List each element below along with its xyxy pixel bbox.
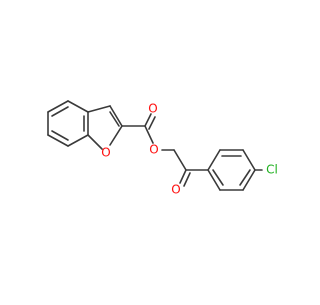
chlorine-label: Cl [266, 163, 278, 177]
ester-carbonyl-oxygen-label: O [148, 102, 157, 116]
bond-double-inner [212, 169, 224, 186]
bond [47, 100, 69, 113]
bond-double-inner [51, 130, 69, 141]
bond [207, 169, 221, 191]
bond [242, 169, 256, 191]
bond [242, 149, 256, 171]
bond [144, 113, 152, 127]
bond [183, 172, 191, 187]
molecule-structure: O O O O Cl [47, 100, 278, 197]
bond [109, 105, 123, 127]
bond-double-inner [109, 111, 120, 127]
bond [67, 134, 89, 147]
bond [47, 134, 69, 147]
bond [87, 134, 103, 150]
structure-canvas: O O O O Cl [47, 100, 278, 197]
bond [173, 149, 187, 171]
bond [87, 105, 111, 113]
furan-oxygen-label: O [101, 146, 110, 160]
bond-double-inner [51, 106, 69, 117]
bond [109, 125, 123, 146]
ester-oxygen-label: O [149, 143, 158, 157]
bond [179, 169, 187, 184]
bond [67, 100, 89, 113]
bond [144, 125, 154, 144]
bond-double-inner [239, 169, 251, 186]
atom-labels: O O O O Cl [101, 102, 278, 197]
bonds [47, 100, 263, 191]
bond [207, 149, 221, 171]
ketone-oxygen-label: O [171, 183, 180, 197]
bond [148, 116, 156, 130]
